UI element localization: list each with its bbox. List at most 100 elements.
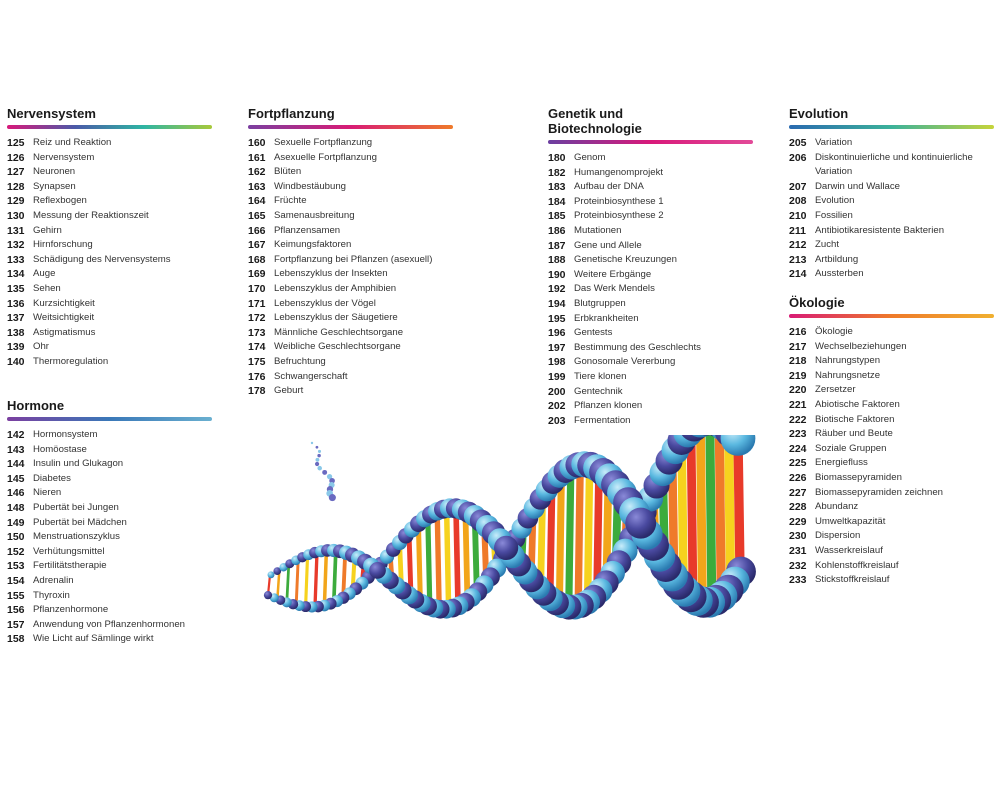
entry-title-text: Keimungsfaktoren: [274, 239, 352, 251]
dna-rung: [453, 505, 461, 609]
entry-title: Lebenszyklus der Vögel: [274, 297, 453, 312]
entry-title: Soziale Gruppen: [815, 442, 994, 457]
page-number: 178: [248, 385, 266, 398]
entry-title-text: Tiere klonen: [574, 370, 627, 382]
entry-title: Fertilitätstherapie: [33, 559, 212, 574]
entry-title-text: Aufbau der DNA: [574, 181, 644, 193]
page-number: 152: [7, 545, 25, 558]
entry-title: Biomassepyramiden: [815, 471, 994, 486]
entry-title: Nieren: [33, 486, 212, 501]
entry-title: Proteinbiosynthese 2: [574, 209, 753, 224]
section-title: Fortpflanzung: [248, 106, 335, 121]
dna-rung: [322, 548, 329, 608]
section-title: Ökologie: [789, 295, 845, 310]
entry-title-text: Humangenomprojekt: [574, 166, 664, 178]
entry-title-text: Fossilien: [815, 209, 853, 221]
entry-title: Kohlenstoffkreislauf: [815, 559, 994, 574]
page-number: 197: [548, 341, 566, 354]
entry-title-text: Wie Licht auf Sämlinge wirkt: [33, 633, 154, 645]
entry-title: Anwendung von Pflanzenhormonen: [33, 618, 212, 633]
entry-title: Reflexbogen: [33, 194, 212, 209]
page-number: 228: [789, 501, 807, 514]
page-number: 217: [789, 340, 807, 353]
entry-title-text: Genetische Kreuzungen: [574, 254, 677, 266]
page-number: 183: [548, 181, 566, 194]
entry-title-text: Früchte: [274, 195, 307, 207]
page-number: 198: [548, 356, 566, 369]
dna-rung: [574, 460, 584, 611]
entry-title: Thyroxin: [33, 589, 212, 604]
entry-title: Befruchtung: [274, 355, 453, 370]
dna-rung: [285, 562, 291, 604]
entry-title: Sehen: [33, 282, 212, 297]
entry-title: Abundanz: [815, 500, 994, 515]
page-number: 143: [7, 443, 25, 456]
section-title-line1: Genetik und: [548, 106, 624, 121]
page-number: 153: [7, 560, 25, 573]
entry-title-text: Geburt: [274, 385, 304, 397]
page-number: 208: [789, 195, 807, 208]
page-number: 184: [548, 195, 566, 208]
page-number: 232: [789, 559, 807, 572]
entry-title: Sexuelle Fortpflanzung: [274, 136, 453, 151]
entry-title-text: Antibiotikaresistente Bakterien: [815, 224, 945, 236]
page-number: 163: [248, 180, 266, 193]
page-number: 175: [248, 355, 266, 368]
entry-title: Humangenomprojekt: [574, 166, 753, 181]
entry-title: Gentests: [574, 326, 753, 341]
entry-title: Messung der Reaktionszeit: [33, 209, 212, 224]
entry-title: Biotische Faktoren: [815, 413, 994, 428]
page-number: 194: [548, 297, 566, 310]
entry-title: Kurzsichtigkeit: [33, 297, 212, 312]
entry-title-continuation: Variation: [815, 166, 853, 178]
entry-title: Gehirn: [33, 224, 212, 239]
entry-title-text: Ökologie: [815, 326, 853, 337]
entry-title: Homöostase: [33, 443, 212, 458]
entry-title-text: Lebenszyklus der Amphibien: [274, 282, 397, 294]
dna-rung: [555, 469, 565, 608]
page-number: 133: [7, 253, 25, 266]
page-number: 203: [548, 414, 566, 427]
entry-title-text: Reflexbogen: [33, 195, 87, 207]
dna-tail-dot: [328, 494, 336, 502]
dna-tail-dot: [326, 473, 333, 480]
entry-title-text: Stickstoffkreislauf: [815, 574, 890, 586]
entry-title-text: Gentests: [574, 327, 613, 339]
entry-title: Aufbau der DNA: [574, 180, 753, 195]
entry-title-text: Diabetes: [33, 472, 71, 484]
page-number: 125: [7, 137, 25, 149]
page-number: 195: [548, 312, 566, 325]
dna-tail-dot: [317, 465, 322, 471]
section-title: Hormone: [7, 398, 65, 413]
dna-rung: [443, 505, 452, 612]
dna-tail-dot: [314, 461, 320, 467]
dna-rung: [565, 463, 575, 611]
